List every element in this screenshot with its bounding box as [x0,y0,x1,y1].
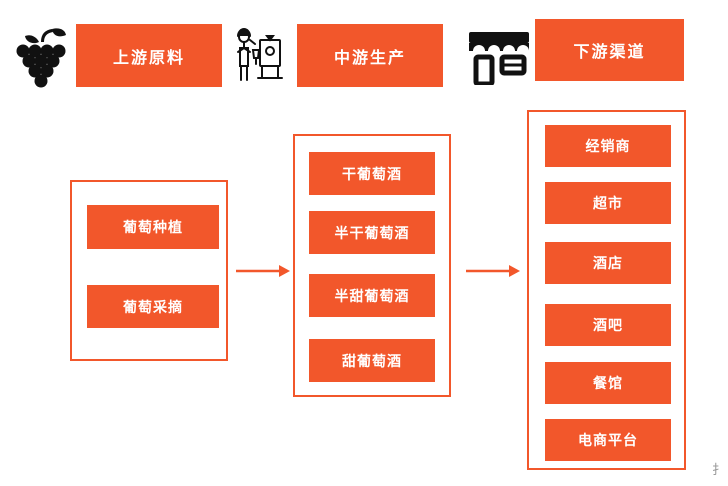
watermark-fragment: 扌 [712,462,726,477]
node-grape-planting: 葡萄种植 [87,205,219,249]
node-label: 餐馆 [593,375,623,391]
node-hotel: 酒店 [545,242,671,284]
node-label: 酒吧 [593,317,623,333]
winemaker-icon [237,28,283,81]
node-label: 半甜葡萄酒 [334,287,410,304]
node-grape-picking: 葡萄采摘 [87,285,219,328]
header-upstream-label: 上游原料 [112,49,185,67]
node-ecommerce-platform: 电商平台 [545,419,671,461]
node-sweet-wine: 甜葡萄酒 [309,339,435,382]
node-bar: 酒吧 [545,304,671,346]
node-dry-wine: 干葡萄酒 [309,152,435,195]
node-label: 电商平台 [578,432,638,448]
node-label: 葡萄采摘 [123,298,183,315]
arrow-right-icon [236,265,290,277]
node-label: 经销商 [585,138,631,154]
header-midstream-label: 中游生产 [333,49,406,67]
node-label: 酒店 [593,255,623,271]
header-midstream: 中游生产 [297,24,443,87]
group-downstream: 经销商 超市 酒店 酒吧 餐馆 电商平台 [527,110,686,470]
node-semi-dry-wine: 半干葡萄酒 [309,211,435,254]
group-upstream: 葡萄种植 葡萄采摘 [70,180,228,361]
node-label: 超市 [593,195,623,211]
arrow-right-icon [466,265,520,277]
node-restaurant: 餐馆 [545,362,671,404]
node-label: 葡萄种植 [123,219,183,235]
header-downstream: 下游渠道 [535,19,684,81]
grapes-icon [16,28,66,88]
node-distributor: 经销商 [545,125,671,167]
header-upstream: 上游原料 [76,24,222,87]
header-downstream-label: 下游渠道 [573,44,646,61]
group-midstream: 干葡萄酒 半干葡萄酒 半甜葡萄酒 甜葡萄酒 [293,134,451,397]
node-supermarket: 超市 [545,182,671,224]
node-label: 干葡萄酒 [342,165,402,182]
node-label: 甜葡萄酒 [342,352,402,369]
node-semi-sweet-wine: 半甜葡萄酒 [309,274,435,317]
storefront-icon [469,32,529,85]
node-label: 半干葡萄酒 [334,224,410,241]
